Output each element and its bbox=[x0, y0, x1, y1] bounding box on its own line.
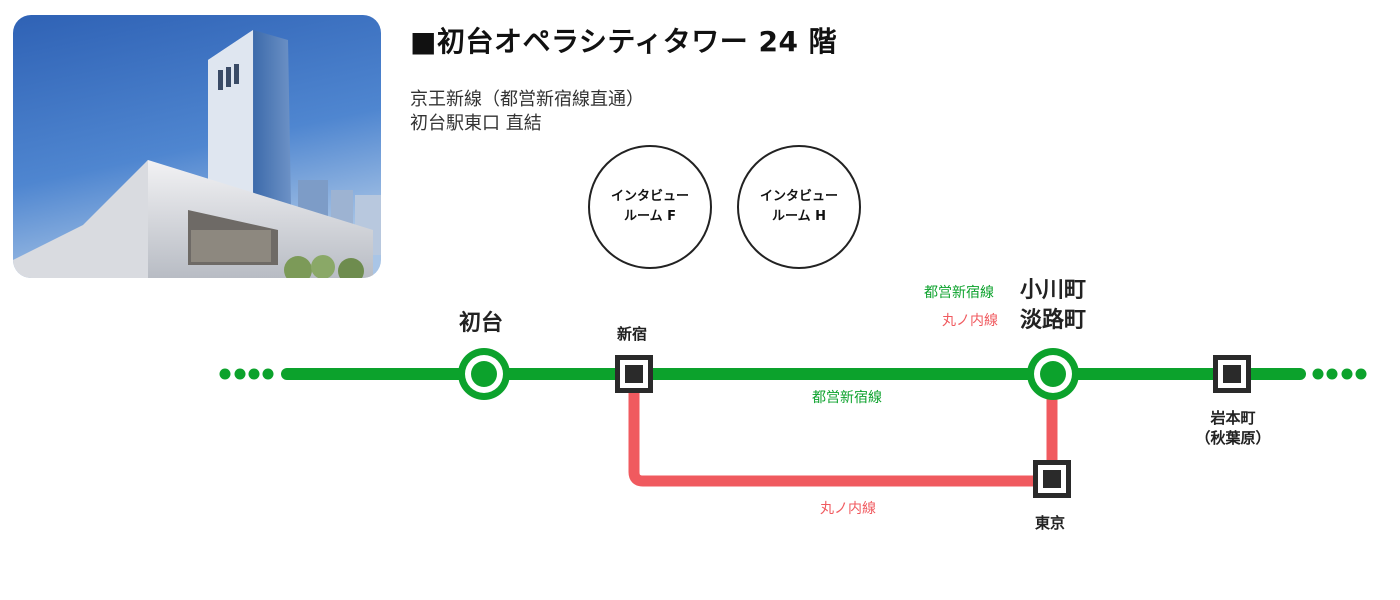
page-title: ■初台オペラシティタワー 24 階 bbox=[410, 25, 838, 58]
room-f-line-1: インタビュー bbox=[610, 189, 689, 204]
station-label-ogawamachi: 小川町 bbox=[1020, 278, 1087, 303]
station-label-iwamotocho-sub: （秋葉原） bbox=[1195, 429, 1271, 447]
station-label-shinjuku: 新宿 bbox=[617, 325, 648, 343]
access-line-1: 京王新線（都営新宿線直通） bbox=[410, 89, 644, 110]
room-h-line-2: ルーム H bbox=[771, 209, 827, 224]
station-marker-iwamotocho[interactable] bbox=[1213, 355, 1251, 393]
interview-room-h: インタビュー ルーム H bbox=[737, 145, 861, 269]
shinjuku-line-dots-right bbox=[1312, 368, 1367, 380]
station-marker-shinjuku[interactable] bbox=[615, 355, 653, 393]
marunouchi-line bbox=[628, 386, 1058, 487]
line-label-marunouchi: 丸ノ内線 bbox=[820, 501, 876, 517]
room-f-line-2: ルーム F bbox=[623, 209, 677, 224]
station-label-iwamotocho: 岩本町 （秋葉原） bbox=[1195, 408, 1271, 448]
line-label-shinjuku: 都営新宿線 bbox=[812, 390, 882, 406]
room-h-line-1: インタビュー bbox=[759, 189, 838, 204]
station-marker-ogawamachi[interactable] bbox=[1027, 348, 1079, 400]
station-label-iwamotocho-name: 岩本町 bbox=[1210, 409, 1256, 427]
line-label-ogawamachi: 都営新宿線 bbox=[924, 285, 994, 301]
station-label-tokyo: 東京 bbox=[1035, 514, 1066, 532]
access-line-2: 初台駅東口 直結 bbox=[410, 113, 542, 134]
station-label-hatsudai: 初台 bbox=[459, 311, 504, 336]
station-label-awajicho: 淡路町 bbox=[1020, 308, 1087, 333]
interview-room-f: インタビュー ルーム F bbox=[588, 145, 712, 269]
line-label-awajicho: 丸ノ内線 bbox=[942, 313, 998, 329]
station-marker-hatsudai[interactable] bbox=[458, 348, 510, 400]
station-marker-tokyo[interactable] bbox=[1033, 460, 1071, 498]
shinjuku-line-dots-left bbox=[219, 368, 274, 380]
building-photo bbox=[13, 15, 381, 278]
access-info: 京王新線（都営新宿線直通） 初台駅東口 直結 bbox=[410, 88, 644, 136]
